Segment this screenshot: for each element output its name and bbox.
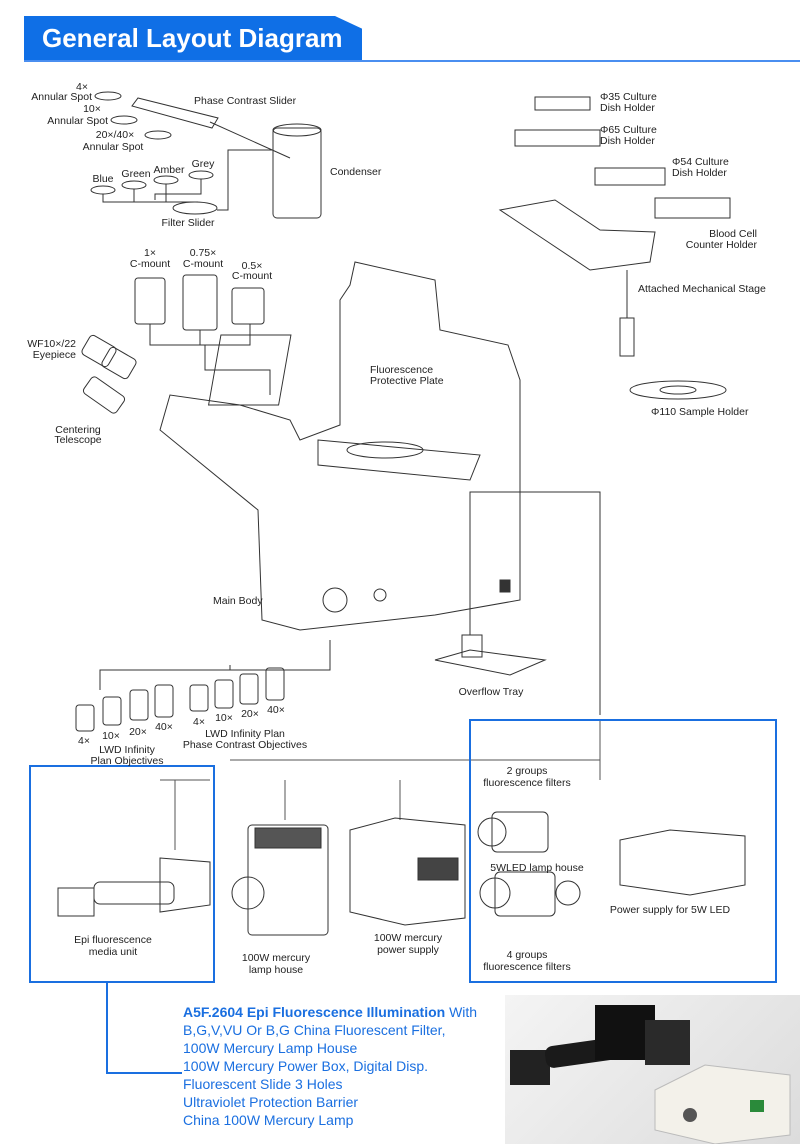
objectives xyxy=(75,640,331,732)
label-2040x-annular-spot: Annular Spot xyxy=(82,141,144,153)
label-cmount-1x-mag: 1× xyxy=(144,247,156,259)
label-grey: Grey xyxy=(191,158,215,170)
label-sample-holder: Φ110 Sample Holder xyxy=(651,406,749,418)
label-eyepiece-2: Eyepiece xyxy=(32,349,76,361)
product-photo-art xyxy=(510,1005,791,1144)
label-dish54-2: Dish Holder xyxy=(672,167,727,179)
label-dish35-2: Dish Holder xyxy=(600,102,655,114)
label-green: Green xyxy=(121,168,151,180)
label-lwd-2: Plan Objectives xyxy=(90,755,164,767)
description-line: 100W Mercury Power Box, Digital Disp. xyxy=(183,1058,429,1074)
label-obj-a-20x: 20× xyxy=(129,726,147,738)
label-epi-2: media unit xyxy=(88,946,138,958)
label-condenser: Condenser xyxy=(330,166,382,178)
title-rule xyxy=(24,60,800,62)
overflow-tray xyxy=(434,491,601,715)
label-eyepiece-1: WF10×/22 xyxy=(27,338,76,350)
led-lamps xyxy=(477,811,746,917)
label-2040x-mag: 20×/40× xyxy=(95,129,135,141)
label-plate-2: Protective Plate xyxy=(370,375,444,387)
description-line: Fluorescent Slide 3 Holes xyxy=(183,1076,343,1092)
label-filter-slider: Filter Slider xyxy=(161,217,215,229)
product-description: A5F.2604 Epi Fluorescence Illumination W… xyxy=(183,1003,477,1129)
lamp-house-100w xyxy=(231,824,329,936)
description-line: Ultraviolet Protection Barrier xyxy=(183,1094,359,1110)
label-cmount-05x-mag: 0.5× xyxy=(241,260,263,272)
label-2groups-2: fluorescence filters xyxy=(483,777,571,789)
label-cmount-05x: C-mount xyxy=(231,270,273,282)
label-psu-2: power supply xyxy=(377,944,439,956)
label-obj-a-10x: 10× xyxy=(102,730,120,742)
label-obj-b-20x: 20× xyxy=(241,708,259,720)
microscope-body xyxy=(159,261,521,631)
label-lamp-1: 100W mercury xyxy=(241,952,311,964)
annular-spots xyxy=(94,91,172,140)
label-overflow-tray: Overflow Tray xyxy=(458,686,524,698)
label-5wled-lamp: 5WLED lamp house xyxy=(490,862,584,874)
label-4groups-1: 4 groups xyxy=(506,949,548,961)
description-line: 100W Mercury Lamp House xyxy=(183,1040,358,1056)
label-main-body: Main Body xyxy=(213,595,263,607)
label-obj-a-4x: 4× xyxy=(78,735,90,747)
label-cmount-075x-mag: 0.75× xyxy=(189,247,217,259)
label-2groups-1: 2 groups xyxy=(506,765,548,777)
label-cmount-075x: C-mount xyxy=(182,258,224,270)
description-line: B,G,V,VU Or B,G China Fluorescent Filter… xyxy=(183,1022,446,1038)
label-10x-annular-spot: Annular Spot xyxy=(47,115,108,127)
label-blood-2: Counter Holder xyxy=(685,239,757,251)
filters xyxy=(90,170,218,215)
label-blue: Blue xyxy=(92,173,114,185)
label-obj-a-40x: 40× xyxy=(155,721,173,733)
label-telescope-1: Centering xyxy=(55,424,101,436)
label-amber: Amber xyxy=(153,164,185,176)
description-line: China 100W Mercury Lamp xyxy=(183,1112,354,1128)
phase-contrast-slider xyxy=(131,97,219,129)
epi-unit xyxy=(57,857,211,917)
description-title-line: A5F.2604 Epi Fluorescence Illumination W… xyxy=(183,1003,477,1021)
eyepieces xyxy=(81,334,137,414)
label-lwdpc-2: Phase Contrast Objectives xyxy=(182,739,308,751)
label-telescope-2: Telescope xyxy=(54,434,102,446)
condenser-shape xyxy=(209,121,322,219)
label-lwdpc-1: LWD Infinity Plan xyxy=(205,728,285,740)
label-dish35-1: Φ35 Culture xyxy=(600,91,657,103)
label-5wled-psu: Power supply for 5W LED xyxy=(609,904,731,916)
title-banner: General Layout Diagram xyxy=(24,16,362,61)
description-title-tail: With xyxy=(445,1004,478,1020)
label-mechanical-stage: Attached Mechanical Stage xyxy=(638,283,766,295)
product-photo xyxy=(505,995,800,1144)
label-cmount-1x: C-mount xyxy=(129,258,171,270)
description-title: A5F.2604 Epi Fluorescence Illumination xyxy=(183,1004,446,1020)
label-phase-contrast-slider: Phase Contrast Slider xyxy=(194,95,297,107)
label-10x-mag: 10× xyxy=(83,103,101,115)
blue-group-frames xyxy=(29,719,777,1074)
label-4groups-2: fluorescence filters xyxy=(483,961,571,973)
label-dish65-1: Φ65 Culture xyxy=(600,124,657,136)
psu-100w xyxy=(349,817,466,926)
label-lamp-2: lamp house xyxy=(248,964,304,976)
label-4x-mag: 4× xyxy=(76,81,88,93)
label-plate-1: Fluorescence xyxy=(370,364,434,376)
label-dish54-1: Φ54 Culture xyxy=(672,156,729,168)
label-4x-annular-spot: Annular Spot xyxy=(31,91,92,103)
label-dish65-2: Dish Holder xyxy=(600,135,655,147)
page-title: General Layout Diagram xyxy=(42,23,343,53)
label-obj-b-10x: 10× xyxy=(215,712,233,724)
label-epi-1: Epi fluorescence xyxy=(74,934,152,946)
stage-accessories xyxy=(498,96,731,400)
label-obj-b-40x: 40× xyxy=(267,704,285,716)
label-lwd-1: LWD Infinity xyxy=(99,744,155,756)
label-psu-1: 100W mercury xyxy=(373,932,443,944)
label-obj-b-4x: 4× xyxy=(193,716,205,728)
label-blood-1: Blood Cell xyxy=(709,228,757,240)
